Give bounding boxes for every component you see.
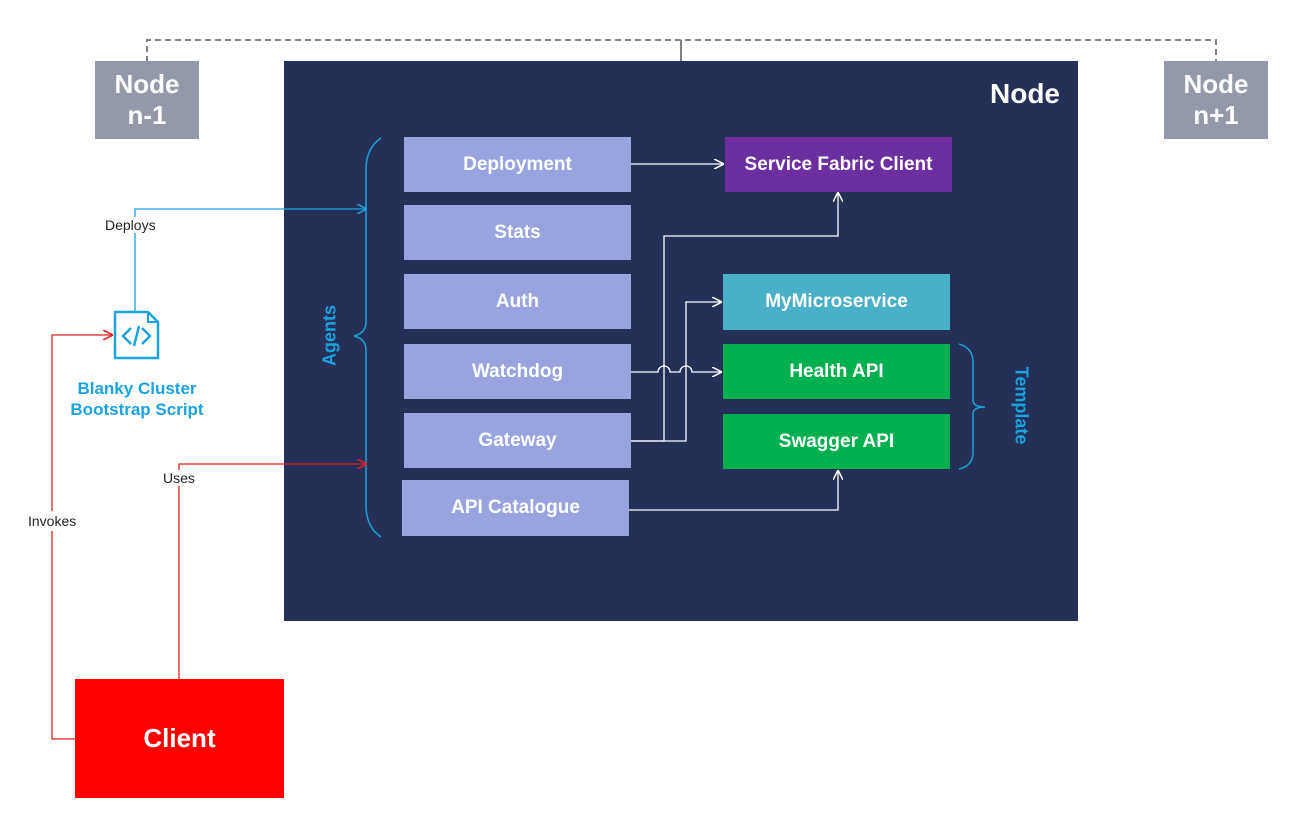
client-box: Client bbox=[75, 679, 284, 798]
edge-watchdog-health bbox=[631, 365, 721, 372]
edge-uses bbox=[178, 464, 366, 679]
agent-stats: Stats bbox=[404, 205, 631, 260]
bootstrap-script-label-line2: Bootstrap Script bbox=[70, 400, 204, 419]
edge-invokes bbox=[51, 335, 112, 740]
agent-gateway: Gateway bbox=[404, 413, 631, 468]
bootstrap-script-label: Blanky Cluster Bootstrap Script bbox=[45, 378, 229, 420]
bootstrap-script-label-line1: Blanky Cluster bbox=[77, 379, 197, 398]
agent-watchdog: Watchdog bbox=[404, 344, 631, 399]
agents-brace bbox=[353, 137, 382, 538]
peer-node-left: Node n-1 bbox=[95, 61, 199, 139]
node-title: Node bbox=[990, 78, 1060, 109]
edge-gateway-sfc bbox=[631, 193, 838, 442]
my-microservice: MyMicroservice bbox=[723, 274, 950, 330]
swagger-api: Swagger API bbox=[723, 414, 950, 469]
health-api: Health API bbox=[723, 344, 950, 399]
edge-catalogue-swagger bbox=[629, 471, 838, 511]
edge-label-deploys: Deploys bbox=[103, 217, 158, 233]
edge-label-invokes: Invokes bbox=[26, 511, 79, 531]
code-file-icon bbox=[113, 310, 160, 360]
edge-label-uses: Uses bbox=[161, 470, 197, 486]
agent-auth: Auth bbox=[404, 274, 631, 329]
service-fabric-client: Service Fabric Client bbox=[725, 137, 952, 192]
peer-node-right: Node n+1 bbox=[1164, 61, 1268, 139]
template-brace bbox=[958, 343, 986, 470]
edge-gateway-microservice bbox=[631, 302, 721, 442]
agent-deployment: Deployment bbox=[404, 137, 631, 192]
edge-deploys bbox=[134, 209, 366, 312]
agent-api-catalogue: API Catalogue bbox=[402, 480, 629, 536]
